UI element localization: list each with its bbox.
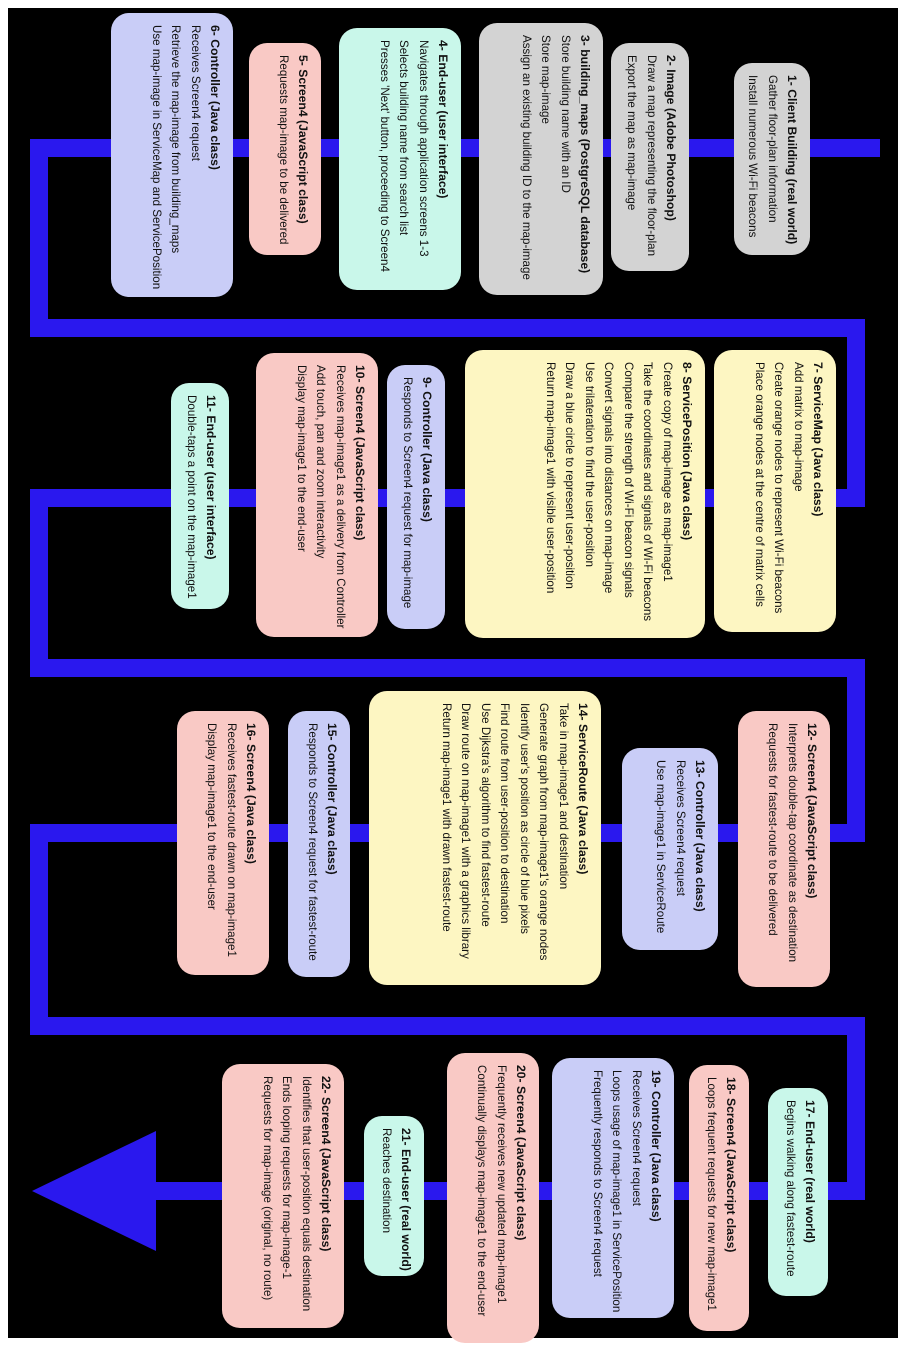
step-4-line: Presses 'Next' button, proceeding to Scr…	[378, 40, 391, 272]
step-15-title: 15- Controller (Java class)	[325, 723, 339, 875]
step-1-title: 1- Client Building (real world)	[785, 75, 799, 245]
step-17-title: 17- End-user (real world)	[803, 1100, 817, 1243]
step-7-line: Add matrix to map-image	[792, 362, 805, 492]
step-12-line: Interprets double-tap coordinate as dest…	[786, 723, 799, 963]
step-7-line: Place orange nodes at the centre of matr…	[753, 362, 766, 607]
step-4-title: 4- End-user (user interface)	[436, 40, 450, 199]
step-6-line: Receives Screen4 request	[189, 25, 202, 161]
flow-line	[30, 139, 880, 1200]
step-10-line: Receives map-image1 as a delivery from C…	[334, 365, 347, 629]
step-21-title: 21- End-user (real world)	[399, 1128, 413, 1271]
step-9-title: 9- Controller (Java class)	[420, 377, 434, 522]
step-14-line: Identify user's position as circle of bl…	[518, 703, 531, 934]
step-14-line: Generate graph from map-image1's orange …	[537, 703, 551, 961]
step-17-line: Begins walking along fastest-route	[784, 1100, 797, 1277]
step-5-title: 5- Screen4 (JavaScript class)	[296, 55, 310, 224]
step-18-line: Loops frequent requests for new map-imag…	[705, 1077, 718, 1311]
step-13-title: 13- Controller (Java class)	[693, 760, 707, 912]
step-22-title: 22- Screen4 (JavaScript class)	[319, 1076, 333, 1252]
step-2-title: 2- Image (Adobe Photoshop)	[664, 55, 678, 221]
step-20-title: 20- Screen4 (JavaScript class)	[514, 1065, 528, 1241]
step-5-line: Requests map-image to be delivered	[277, 55, 290, 245]
step-4-line: Navigates through application screens 1-…	[417, 40, 430, 257]
step-2-line: Draw a map representing the floor-plan	[645, 55, 658, 257]
step-14-line: Find route from user-position to destina…	[498, 703, 512, 924]
step-14-line: Return map-image1 with drawn fastest-rou…	[440, 703, 453, 932]
step-14-line: Take in map-image1 and destination	[557, 703, 570, 890]
step-20-line: Continually displays map-image1 to the e…	[475, 1065, 489, 1317]
step-8-line: Return map-image1 with visible user-posi…	[544, 362, 557, 594]
diagram-canvas: 1- Client Building (real world) Gather f…	[8, 8, 898, 1343]
step-8-line: Take the coordinates and signals of Wi-F…	[641, 362, 655, 622]
step-12-title: 12- Screen4 (JavaScript class)	[805, 723, 819, 899]
step-19-title: 19- Controller (Java class)	[649, 1070, 663, 1222]
step-9-line: Responds to Screen4 request for map-imag…	[401, 377, 414, 609]
step-4-line: Selects building name from search list	[397, 40, 411, 236]
step-20-line: Frequently receives new updated map-imag…	[495, 1065, 508, 1304]
step-6-title: 6- Controller (Java class)	[208, 25, 222, 170]
flow-arrowhead	[32, 1131, 156, 1251]
step-11-title: 11- End-user (user interface)	[204, 395, 218, 560]
step-8-title: 8- ServicePosition (Java class)	[680, 362, 694, 541]
step-21-line: Reaches destination	[380, 1128, 393, 1234]
step-14-title: 14- ServiceRoute (Java class)	[576, 703, 590, 875]
step-1-line: Gather floor-plan information	[766, 75, 779, 223]
step-10-line: Display map-image1 to the end-user	[295, 365, 308, 552]
step-22-line: Requests for map-image (original, no rou…	[261, 1076, 274, 1301]
step-6-line: Retrieve the map-image from building_map…	[169, 25, 183, 254]
flow-path	[30, 139, 880, 1251]
step-3-line: Store map-image	[539, 35, 553, 124]
step-8-line: Convert signals into distances on map-im…	[602, 362, 616, 594]
step-3-line: Assign an existing building ID to the ma…	[520, 35, 533, 280]
step-3-line: Store building name with an ID	[559, 35, 572, 193]
step-3-title: 3- building_maps (PostgreSQL database)	[578, 35, 592, 274]
step-19-line: Loops usage of map-image1 in ServicePosi…	[610, 1070, 624, 1313]
step-19-line: Frequently responds to Screen4 request	[591, 1070, 604, 1277]
step-1-line: Install numerous Wi-Fi beacons	[746, 75, 760, 238]
step-10-line: Add touch, pan and zoom interactivity	[314, 365, 328, 559]
step-11-line: Double-taps a point on the map-image1	[185, 395, 198, 599]
step-7-line: Create orange nodes to represent Wi-Fi b…	[772, 362, 786, 614]
step-13-line: Use map-image1 in ServiceRoute	[654, 760, 668, 934]
step-18-title: 18- Screen4 (JavaScript class)	[724, 1077, 738, 1253]
step-12-line: Requests for fastest-route to be deliver…	[766, 723, 780, 936]
step-22-line: Ends looping requests for map-image-1	[280, 1076, 294, 1279]
step-8-line: Use trilateration to find the user-posit…	[583, 362, 596, 567]
step-16-line: Display map-image1 to the end-user	[205, 723, 219, 910]
step-10-title: 10- Screen4 (JavaScript class)	[353, 365, 367, 541]
step-15-line: Responds to Screen4 request for fastest-…	[306, 723, 319, 961]
step-22-line: Identifies that user-position equals des…	[300, 1076, 313, 1312]
step-6-line: Use map-image in ServiceMap and ServiceP…	[150, 25, 163, 290]
step-16-line: Receives fastest-route drawn on map-imag…	[225, 723, 238, 957]
step-16-title: 16- Screen4 (Java class)	[244, 723, 258, 864]
step-8-line: Draw a blue circle to represent user-pos…	[563, 362, 577, 589]
step-8-line: Create copy of map-image as map-image1	[661, 362, 674, 582]
step-19-line: Receives Screen4 request	[630, 1070, 643, 1206]
step-2-line: Export the map as map-image	[625, 55, 639, 211]
step-14-line: Draw route on map-image1 with a graphics…	[459, 703, 473, 959]
step-13-line: Receives Screen4 request	[674, 760, 687, 896]
step-8-line: Compare the strength of Wi-Fi beacon sig…	[622, 362, 635, 598]
step-14-line: Use Dijkstra's algorithm to find fastest…	[479, 703, 492, 927]
step-7-title: 7- ServiceMap (Java class)	[811, 362, 825, 517]
